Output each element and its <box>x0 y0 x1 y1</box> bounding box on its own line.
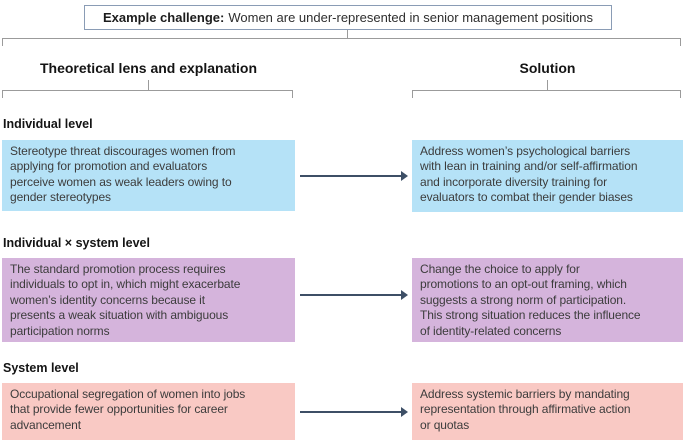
challenge-label: Example challenge: <box>102 10 225 25</box>
column-header-lens: Theoretical lens and explanation <box>39 60 258 76</box>
solution-box-individual: Address women’s psychological barriers w… <box>412 140 683 212</box>
solution-column-bracket <box>412 90 681 98</box>
level-label-system: System level <box>3 361 79 375</box>
flow-arrow-individual-system <box>300 289 408 301</box>
solution-box-system: Address systemic barriers by mandating r… <box>412 383 683 440</box>
lens-box-system: Occupational segregation of women into j… <box>2 383 295 440</box>
arrow-line <box>300 294 402 296</box>
column-header-solution: Solution <box>519 60 576 76</box>
arrow-line <box>300 175 402 177</box>
solution-header-stem <box>547 80 548 90</box>
challenge-box: Example challenge: Women are under-repre… <box>84 5 612 30</box>
arrow-right-icon <box>401 171 408 181</box>
lens-box-individual: Stereotype threat discourages women from… <box>2 140 295 211</box>
arrow-line <box>300 411 402 413</box>
flow-arrow-individual <box>300 170 408 182</box>
arrow-right-icon <box>401 407 408 417</box>
level-label-individual: Individual level <box>3 117 93 131</box>
level-label-individual-system: Individual × system level <box>3 236 150 250</box>
arrow-right-icon <box>401 290 408 300</box>
top-bracket <box>2 38 681 46</box>
flow-arrow-system <box>300 406 408 418</box>
lens-header-stem <box>148 80 149 90</box>
lens-column-bracket <box>2 90 293 98</box>
lens-box-individual-system: The standard promotion process requires … <box>2 258 295 342</box>
challenge-stem <box>347 30 348 38</box>
challenge-text: Women are under-represented in senior ma… <box>228 10 594 25</box>
solution-box-individual-system: Change the choice to apply for promotion… <box>412 258 683 342</box>
